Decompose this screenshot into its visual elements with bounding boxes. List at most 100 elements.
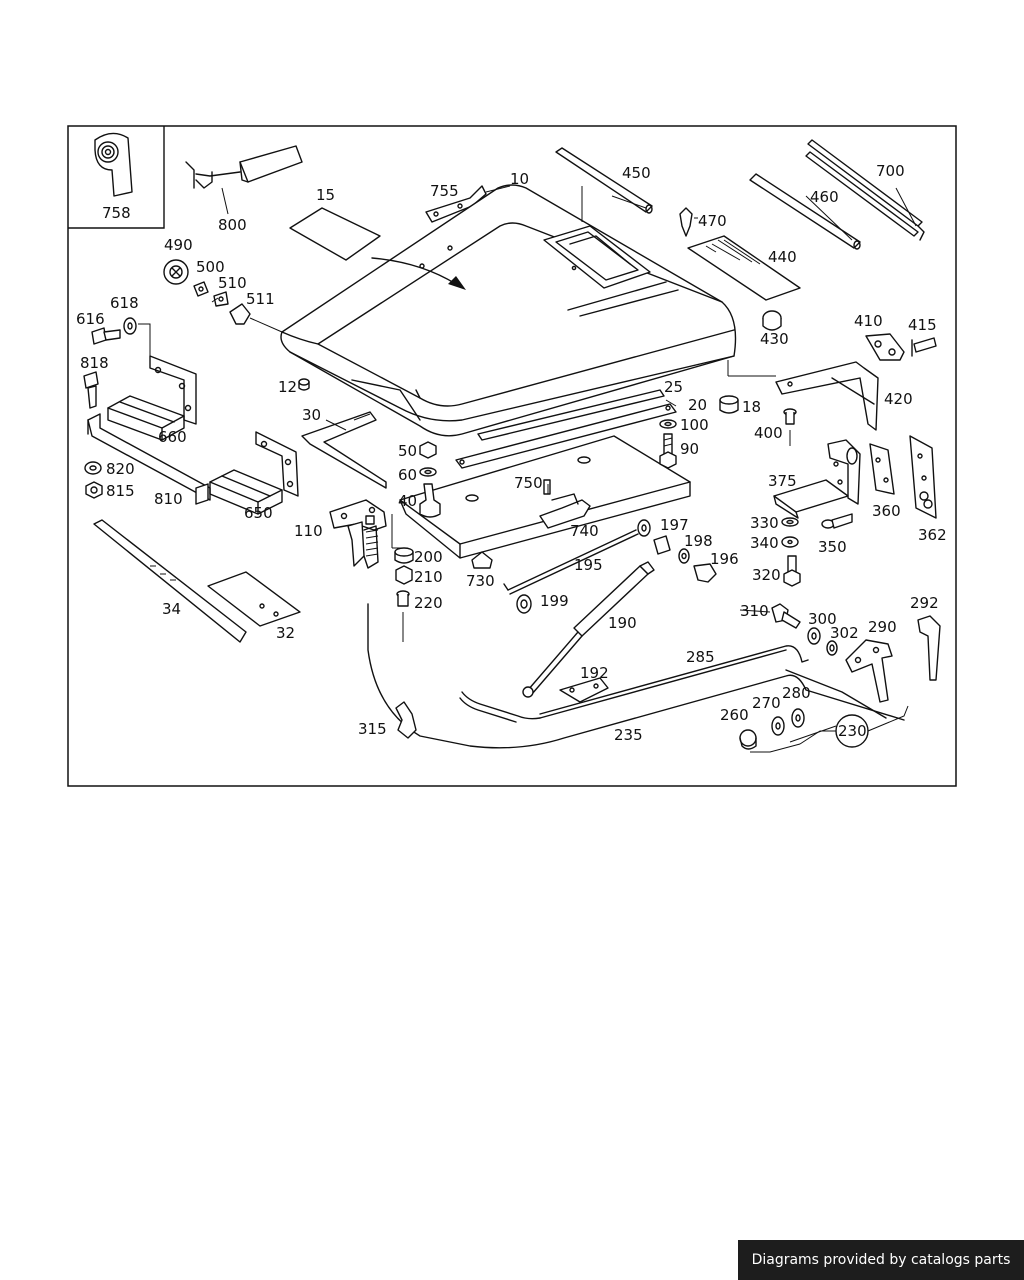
label-15: 15 <box>316 186 335 204</box>
part-pin-220 <box>396 590 410 642</box>
part-grille-440 <box>687 235 801 301</box>
part-grommet-490 <box>163 259 189 285</box>
part-rod-460 <box>749 173 861 250</box>
label-618: 618 <box>110 294 139 312</box>
label-450: 450 <box>622 164 651 182</box>
label-20: 20 <box>688 396 707 414</box>
label-18: 18 <box>742 398 761 416</box>
label-300: 300 <box>808 610 837 628</box>
label-750: 750 <box>514 474 543 492</box>
part-clip-315 <box>395 701 417 739</box>
label-210: 210 <box>414 568 443 586</box>
part-bumper-430 <box>762 310 782 331</box>
label-290: 290 <box>868 618 897 636</box>
part-bolt-196 <box>693 563 717 583</box>
label-25: 25 <box>664 378 683 396</box>
part-hinge-375 <box>773 439 861 519</box>
part-tape-roll-758 <box>94 132 133 197</box>
part-washer-280 <box>791 708 805 728</box>
part-cable-285 <box>539 645 809 719</box>
diagram-frame <box>67 125 957 787</box>
part-bumper-40 <box>419 483 441 518</box>
part-grommet-197 <box>637 519 651 537</box>
label-235: 235 <box>614 726 643 744</box>
label-350: 350 <box>818 538 847 556</box>
part-nut-50 <box>419 441 437 459</box>
label-285: 285 <box>686 648 715 666</box>
part-washer-330 <box>781 517 799 527</box>
leader-lines <box>211 187 917 613</box>
part-bracket-410 <box>865 333 905 361</box>
part-clip-510 <box>213 291 229 307</box>
direction-arrow <box>371 257 466 290</box>
part-bushing-198 <box>653 535 690 564</box>
label-32: 32 <box>276 624 295 642</box>
label-730: 730 <box>466 572 495 590</box>
part-seal-30 <box>301 411 387 489</box>
label-230: 230 <box>838 722 867 740</box>
label-34: 34 <box>162 600 181 618</box>
label-198: 198 <box>684 532 713 550</box>
part-rod-450 <box>555 147 653 214</box>
part-seal-800 <box>185 145 303 215</box>
part-plate-32 <box>207 571 301 627</box>
label-700: 700 <box>876 162 905 180</box>
part-screw-616 <box>91 327 121 345</box>
label-511: 511 <box>246 290 275 308</box>
part-insulation-740 <box>399 435 691 559</box>
part-assembly-230 <box>750 705 909 753</box>
label-190: 190 <box>608 614 637 632</box>
label-430: 430 <box>760 330 789 348</box>
part-latch-lever-290 <box>845 639 893 703</box>
part-clip-730 <box>471 551 493 569</box>
label-375: 375 <box>768 472 797 490</box>
label-330: 330 <box>750 514 779 532</box>
part-bracket-192 <box>559 677 609 703</box>
label-758: 758 <box>102 204 131 222</box>
part-washer-300 <box>807 627 821 645</box>
label-440: 440 <box>768 248 797 266</box>
part-grommet-260 <box>739 729 757 750</box>
part-washer-302 <box>826 640 838 656</box>
label-292: 292 <box>910 594 939 612</box>
part-screw-350 <box>821 513 853 529</box>
label-510: 510 <box>218 274 247 292</box>
label-280: 280 <box>782 684 811 702</box>
attribution-banner: Diagrams provided by catalogs parts <box>738 1240 1024 1280</box>
label-30: 30 <box>302 406 321 424</box>
label-110: 110 <box>294 522 323 540</box>
part-nut-500 <box>193 281 209 297</box>
part-plate-15 <box>289 207 381 261</box>
label-800: 800 <box>218 216 247 234</box>
part-clip-470 <box>679 207 698 237</box>
label-362: 362 <box>918 526 947 544</box>
label-302: 302 <box>830 624 859 642</box>
part-plate-360 <box>869 443 895 495</box>
label-60: 60 <box>398 466 417 484</box>
part-washer-340 <box>781 536 799 548</box>
label-315: 315 <box>358 720 387 738</box>
part-fastener-511 <box>229 303 283 333</box>
label-400: 400 <box>754 424 783 442</box>
part-rod-195 <box>503 529 639 595</box>
part-hook-292 <box>917 615 941 681</box>
label-100: 100 <box>680 416 709 434</box>
part-cable-235 <box>367 603 905 749</box>
part-rails-700 <box>805 139 925 241</box>
label-90: 90 <box>680 440 699 458</box>
part-washer-270 <box>771 716 785 736</box>
part-washer-820 <box>84 461 102 475</box>
label-460: 460 <box>810 188 839 206</box>
label-660: 660 <box>158 428 187 446</box>
part-bumper-12 <box>298 378 310 391</box>
label-360: 360 <box>872 502 901 520</box>
label-470: 470 <box>698 212 727 230</box>
part-grommet-199 <box>516 594 532 614</box>
part-bracket-660 <box>107 355 197 441</box>
part-latch-plate-34 <box>93 519 247 643</box>
label-40: 40 <box>398 492 417 510</box>
part-pin-750 <box>543 479 551 495</box>
label-12: 12 <box>278 378 297 396</box>
label-490: 490 <box>164 236 193 254</box>
